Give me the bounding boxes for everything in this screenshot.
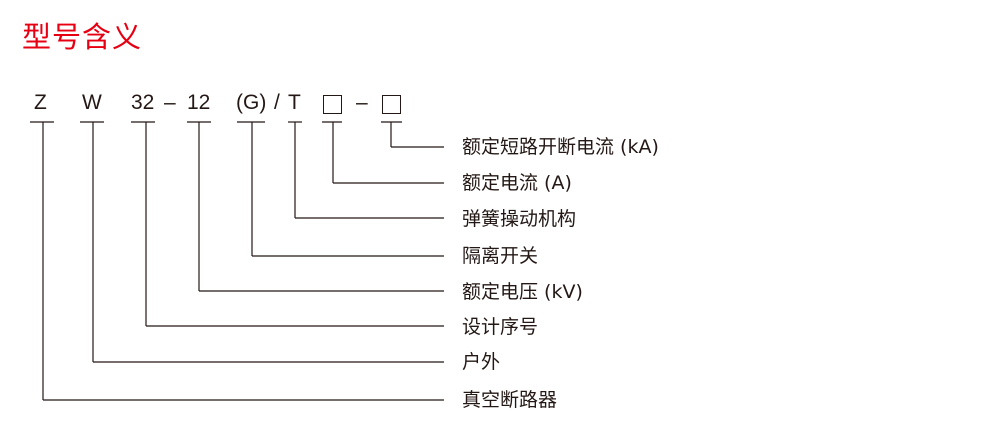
meaning-rated-voltage: 额定电压 (kV) (462, 281, 583, 303)
code-series: 32 (131, 91, 155, 114)
meaning-design-number: 设计序号 (462, 316, 539, 338)
meaning-disconnector: 隔离开关 (462, 245, 539, 267)
meaning-rated-current: 额定电流 (A) (462, 172, 572, 194)
code-t: T (288, 91, 301, 114)
code-slash: / (274, 91, 280, 114)
code-g: (G) (236, 91, 267, 114)
meaning-outdoor: 户外 (462, 351, 501, 373)
code-z: Z (34, 91, 47, 114)
code-breaking-box (382, 95, 401, 121)
code-current-box (323, 95, 342, 121)
meaning-breaking-current: 额定短路开断电流 (kA) (462, 136, 659, 158)
code-dash-2: – (356, 91, 368, 114)
code-w: W (82, 91, 102, 114)
code-dash: – (164, 91, 176, 114)
page-title: 型号含义 (22, 20, 143, 54)
meaning-vacuum-breaker: 真空断路器 (462, 389, 558, 411)
meaning-spring-mechanism: 弹簧操动机构 (462, 208, 577, 230)
code-voltage: 12 (187, 91, 211, 114)
